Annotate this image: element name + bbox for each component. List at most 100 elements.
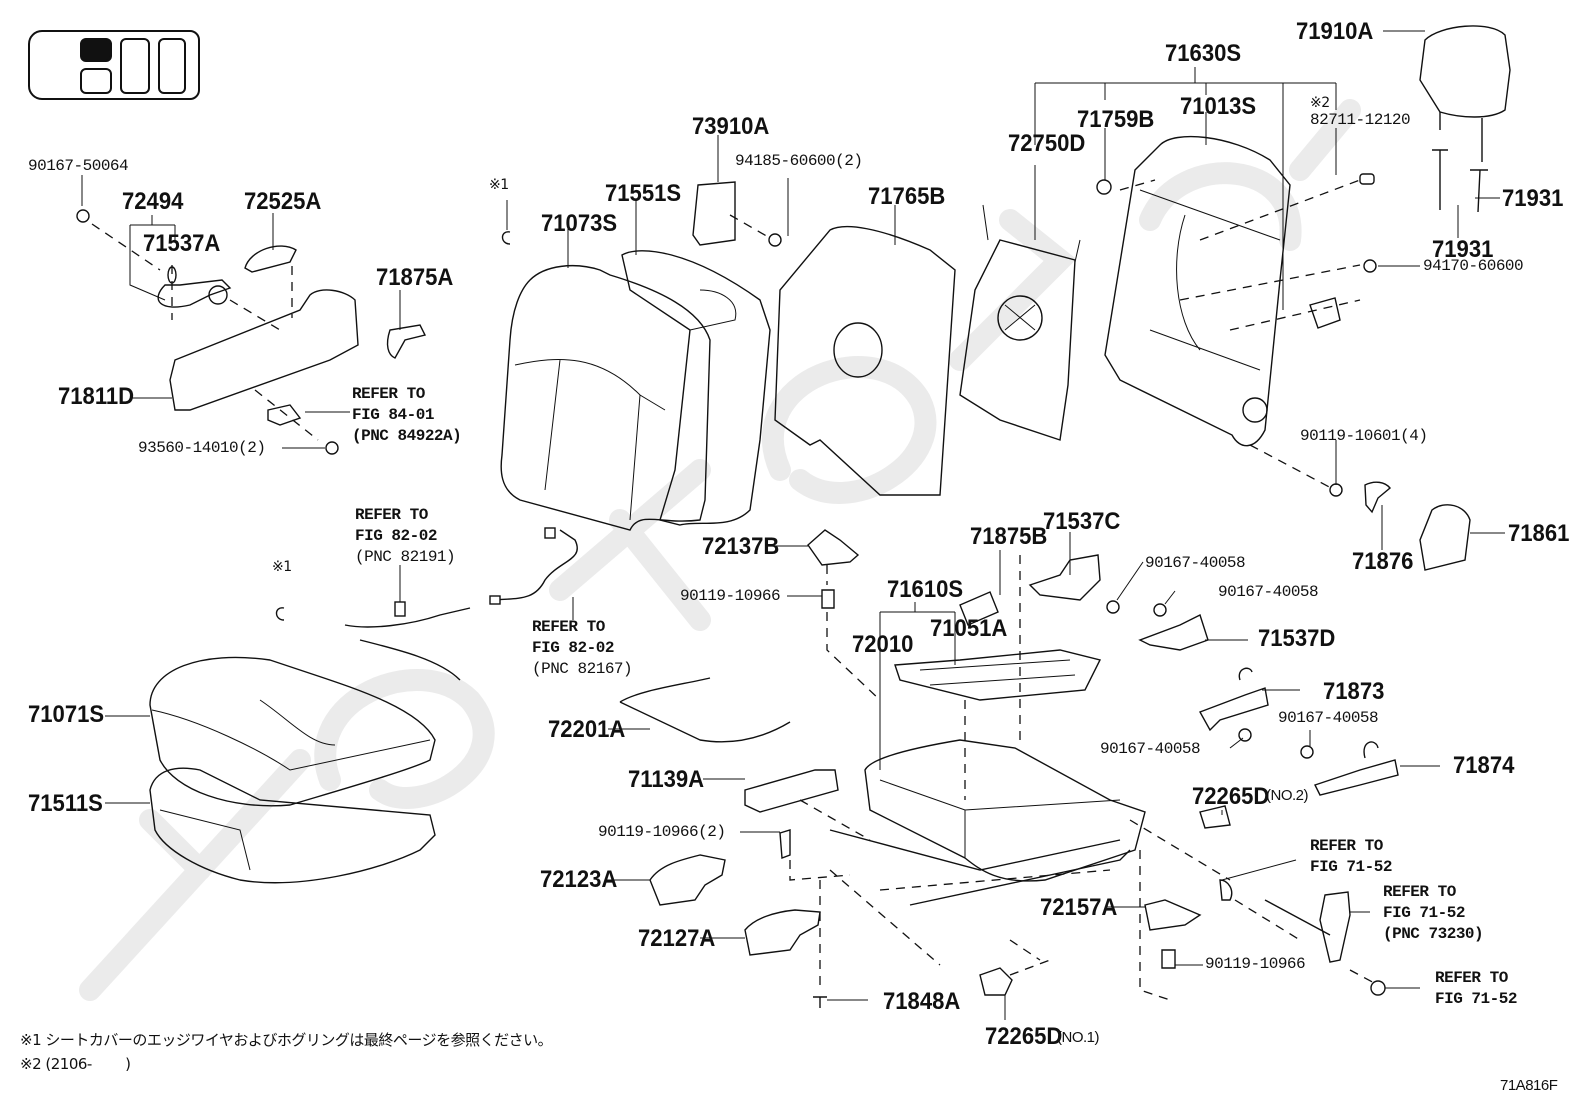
part-label-71874[interactable]: 71874 <box>1453 752 1515 779</box>
refer-line: FIG 84-01 <box>352 406 434 424</box>
part-label-71759B[interactable]: 71759B <box>1077 106 1155 133</box>
footnote-1: ※1 シートカバーのエッジワイヤおよびホグリングは最終ページを参照ください。 <box>20 1031 553 1049</box>
part-label-90119-10966-upper[interactable]: 90119-10966 <box>680 587 781 605</box>
part-label-71013S[interactable]: 71013S <box>1180 93 1257 120</box>
part-label-72010[interactable]: 72010 <box>852 631 914 658</box>
bracket-72265D-no1 <box>979 967 1013 996</box>
part-label-94185-60600[interactable]: 94185-60600(2) <box>735 152 863 170</box>
refer-line: FIG 82-02 <box>532 639 614 657</box>
part-label-72201A[interactable]: 72201A <box>548 716 626 743</box>
part-label-71610S[interactable]: 71610S <box>887 576 964 603</box>
part-label-71931-right[interactable]: 71931 <box>1502 185 1564 212</box>
part-label-72123A[interactable]: 72123A <box>540 866 618 893</box>
part-label-71071S[interactable]: 71071S <box>28 701 105 728</box>
part-label-72265D-no2[interactable]: 72265D <box>1192 783 1270 810</box>
note-mark-1: ※1 <box>489 177 509 193</box>
refer-line: REFER TO <box>352 385 425 403</box>
part-label-72525A[interactable]: 72525A <box>244 188 322 215</box>
hinge-cover-71537D <box>1138 614 1209 651</box>
recliner-cover-71861 <box>1419 504 1471 571</box>
part-label-90119-10966-lower[interactable]: 90119-10966 <box>1205 955 1306 973</box>
seat-spring-71051A <box>894 649 1102 701</box>
part-label-71139A[interactable]: 71139A <box>628 766 705 793</box>
seat-position-selector <box>28 30 200 100</box>
refer-fig-71-52-pnc-73230[interactable]: REFER TO FIG 71-52 (PNC 73230) <box>1383 882 1484 945</box>
part-label-71511S[interactable]: 71511S <box>28 790 103 817</box>
part-label-71073S[interactable]: 71073S <box>541 210 618 237</box>
part-label-90167-40058-d[interactable]: 90167-40058 <box>1100 740 1201 758</box>
rail-cover-71873 <box>1198 687 1269 732</box>
refer-line: REFER TO <box>1310 837 1383 855</box>
hog-ring-icon <box>501 231 511 245</box>
refer-line: FIG 71-52 <box>1383 904 1465 922</box>
seat-back-cover-71073S <box>500 265 711 531</box>
part-label-71910A[interactable]: 71910A <box>1296 18 1374 45</box>
refer-fig-82-02-pnc-82191[interactable]: REFER TO FIG 82-02 (PNC 82191) <box>355 505 456 568</box>
part-label-71875A[interactable]: 71875A <box>376 264 454 291</box>
armrest-assembly <box>76 209 427 455</box>
refer-line: FIG 82-02 <box>355 527 437 545</box>
footnote-2: ※2 (2106- ) <box>20 1055 131 1073</box>
part-label-71873[interactable]: 71873 <box>1323 678 1385 705</box>
part-label-72750D[interactable]: 72750D <box>1008 130 1086 157</box>
cover-72127A <box>744 909 821 956</box>
note-mark-1-lower: ※1 <box>272 559 292 575</box>
selector-cell-right[interactable] <box>158 38 186 94</box>
part-label-90119-10601[interactable]: 90119-10601(4) <box>1300 427 1428 445</box>
part-label-71051A[interactable]: 71051A <box>930 615 1008 642</box>
refer-line: REFER TO <box>1435 969 1508 987</box>
spring-plate-72750D <box>959 239 1076 441</box>
seat-cushion-cover-71071S <box>149 656 436 807</box>
part-label-71630S[interactable]: 71630S <box>1165 40 1242 67</box>
part-label-71765B[interactable]: 71765B <box>868 183 946 210</box>
part-label-90119-10966-2[interactable]: 90119-10966(2) <box>598 823 726 841</box>
part-label-71811D[interactable]: 71811D <box>58 383 135 410</box>
refer-fig-71-52-c[interactable]: REFER TO FIG 71-52 <box>1435 968 1517 1010</box>
refer-fig-84-01[interactable]: REFER TO FIG 84-01 (PNC 84922A) <box>352 384 462 447</box>
refer-line: (PNC 84922A) <box>352 427 462 445</box>
part-label-71931-left[interactable]: 71931 <box>1432 236 1494 263</box>
wire-harness-82191 <box>344 607 471 681</box>
part-label-90167-40058-a[interactable]: 90167-40058 <box>1145 554 1246 572</box>
part-label-90167-40058-b[interactable]: 90167-40058 <box>1218 583 1319 601</box>
part-label-72127A[interactable]: 72127A <box>638 925 716 952</box>
part-label-72265D-no2-suffix: (NO.2) <box>1266 787 1309 804</box>
part-label-72494[interactable]: 72494 <box>122 188 184 215</box>
part-label-72157A[interactable]: 72157A <box>1040 894 1118 921</box>
cover-72137B <box>807 529 860 566</box>
part-label-82711-12120[interactable]: 82711-12120 <box>1310 111 1411 129</box>
part-label-93560-14010[interactable]: 93560-14010(2) <box>138 439 266 457</box>
part-label-90167-50064[interactable]: 90167-50064 <box>28 157 129 175</box>
part-label-73910A[interactable]: 73910A <box>692 113 770 140</box>
leader-lines <box>81 30 1505 1020</box>
part-label-71537A[interactable]: 71537A <box>143 230 221 257</box>
part-label-94170-60600[interactable]: 94170-60600 <box>1423 257 1524 275</box>
refer-line: FIG 71-52 <box>1435 990 1517 1008</box>
part-label-71537D[interactable]: 71537D <box>1258 625 1336 652</box>
side-airbag-73910A <box>692 181 736 246</box>
selector-cell-front-left-lower[interactable] <box>80 68 112 94</box>
watermark <box>79 99 1361 1001</box>
selector-cell-front-left[interactable] <box>80 38 112 62</box>
seat-cushion-frame-72010 <box>864 739 1146 882</box>
refer-line: REFER TO <box>532 618 605 636</box>
cover-72157A <box>1144 899 1202 931</box>
refer-fig-71-52-a[interactable]: REFER TO FIG 71-52 <box>1310 836 1392 878</box>
refer-fig-82-02-pnc-82167[interactable]: REFER TO FIG 82-02 (PNC 82167) <box>532 617 633 680</box>
selector-cell-middle[interactable] <box>120 38 150 94</box>
part-label-71876[interactable]: 71876 <box>1352 548 1414 575</box>
part-label-72137B[interactable]: 72137B <box>702 533 780 560</box>
rail-cover-71139A <box>744 769 839 813</box>
part-label-71848A[interactable]: 71848A <box>883 988 961 1015</box>
part-label-71875B[interactable]: 71875B <box>970 523 1048 550</box>
hinge-cover-71537C <box>1028 554 1101 601</box>
refer-line: (PNC 73230) <box>1383 925 1484 943</box>
part-label-71551S[interactable]: 71551S <box>605 180 682 207</box>
part-label-90167-40058-c[interactable]: 90167-40058 <box>1278 709 1379 727</box>
part-label-71861[interactable]: 71861 <box>1508 520 1570 547</box>
cover-71875B <box>959 591 999 626</box>
part-label-72265D-no1[interactable]: 72265D <box>985 1023 1063 1050</box>
part-label-71537C[interactable]: 71537C <box>1043 508 1121 535</box>
